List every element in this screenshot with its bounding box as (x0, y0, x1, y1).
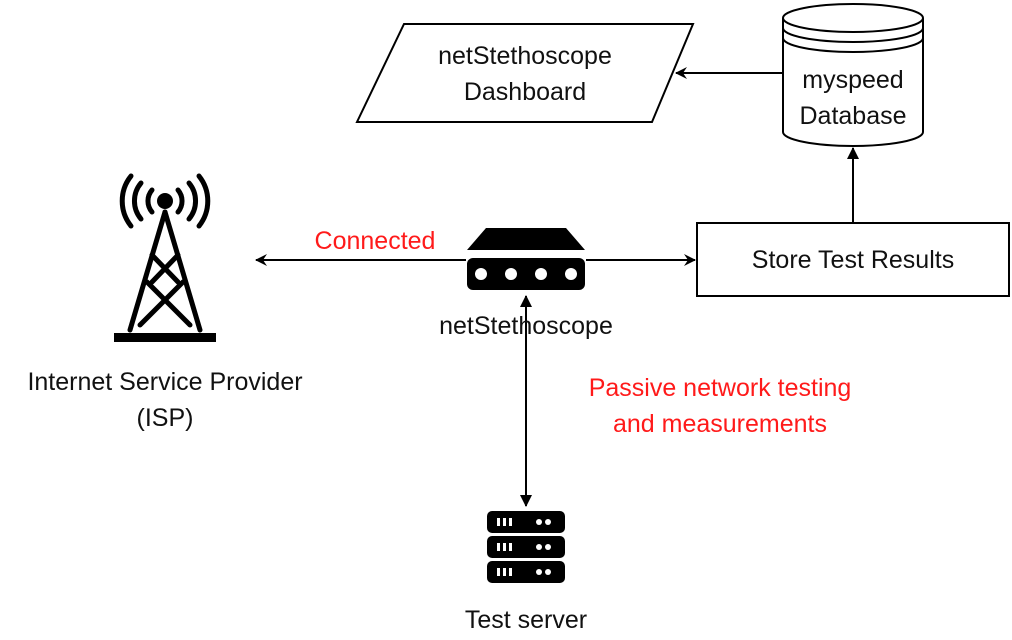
device-label: netStethoscope (439, 312, 613, 340)
dashboard-shape[interactable] (355, 23, 695, 123)
connected-edge-label: Connected (314, 227, 436, 255)
router-icon[interactable] (467, 228, 585, 290)
isp-label-line2: (ISP) (136, 404, 194, 432)
server-icon[interactable] (487, 511, 565, 583)
isp-label: Internet Service Provider (ISP) (0, 364, 330, 436)
database-shape[interactable] (782, 3, 924, 147)
passive-testing-label: Passive network testing and measurements (555, 370, 885, 442)
database-label-line1: myspeed (802, 66, 904, 94)
isp-label-line1: Internet Service Provider (27, 368, 303, 396)
database-label-line2: Database (799, 102, 907, 130)
store-results-shape[interactable] (696, 222, 1010, 297)
dashboard-label-line1: netStethoscope (438, 42, 612, 70)
server-label: Test server (464, 606, 588, 634)
passive-testing-line1: Passive network testing (588, 374, 852, 402)
cell-tower-icon[interactable] (114, 173, 216, 342)
database-label: myspeed Database (783, 62, 923, 134)
dashboard-label-line2: Dashboard (463, 78, 587, 106)
store-results-label: Store Test Results (751, 246, 955, 274)
dashboard-label: netStethoscope Dashboard (380, 38, 670, 110)
passive-testing-line2: and measurements (612, 410, 827, 438)
